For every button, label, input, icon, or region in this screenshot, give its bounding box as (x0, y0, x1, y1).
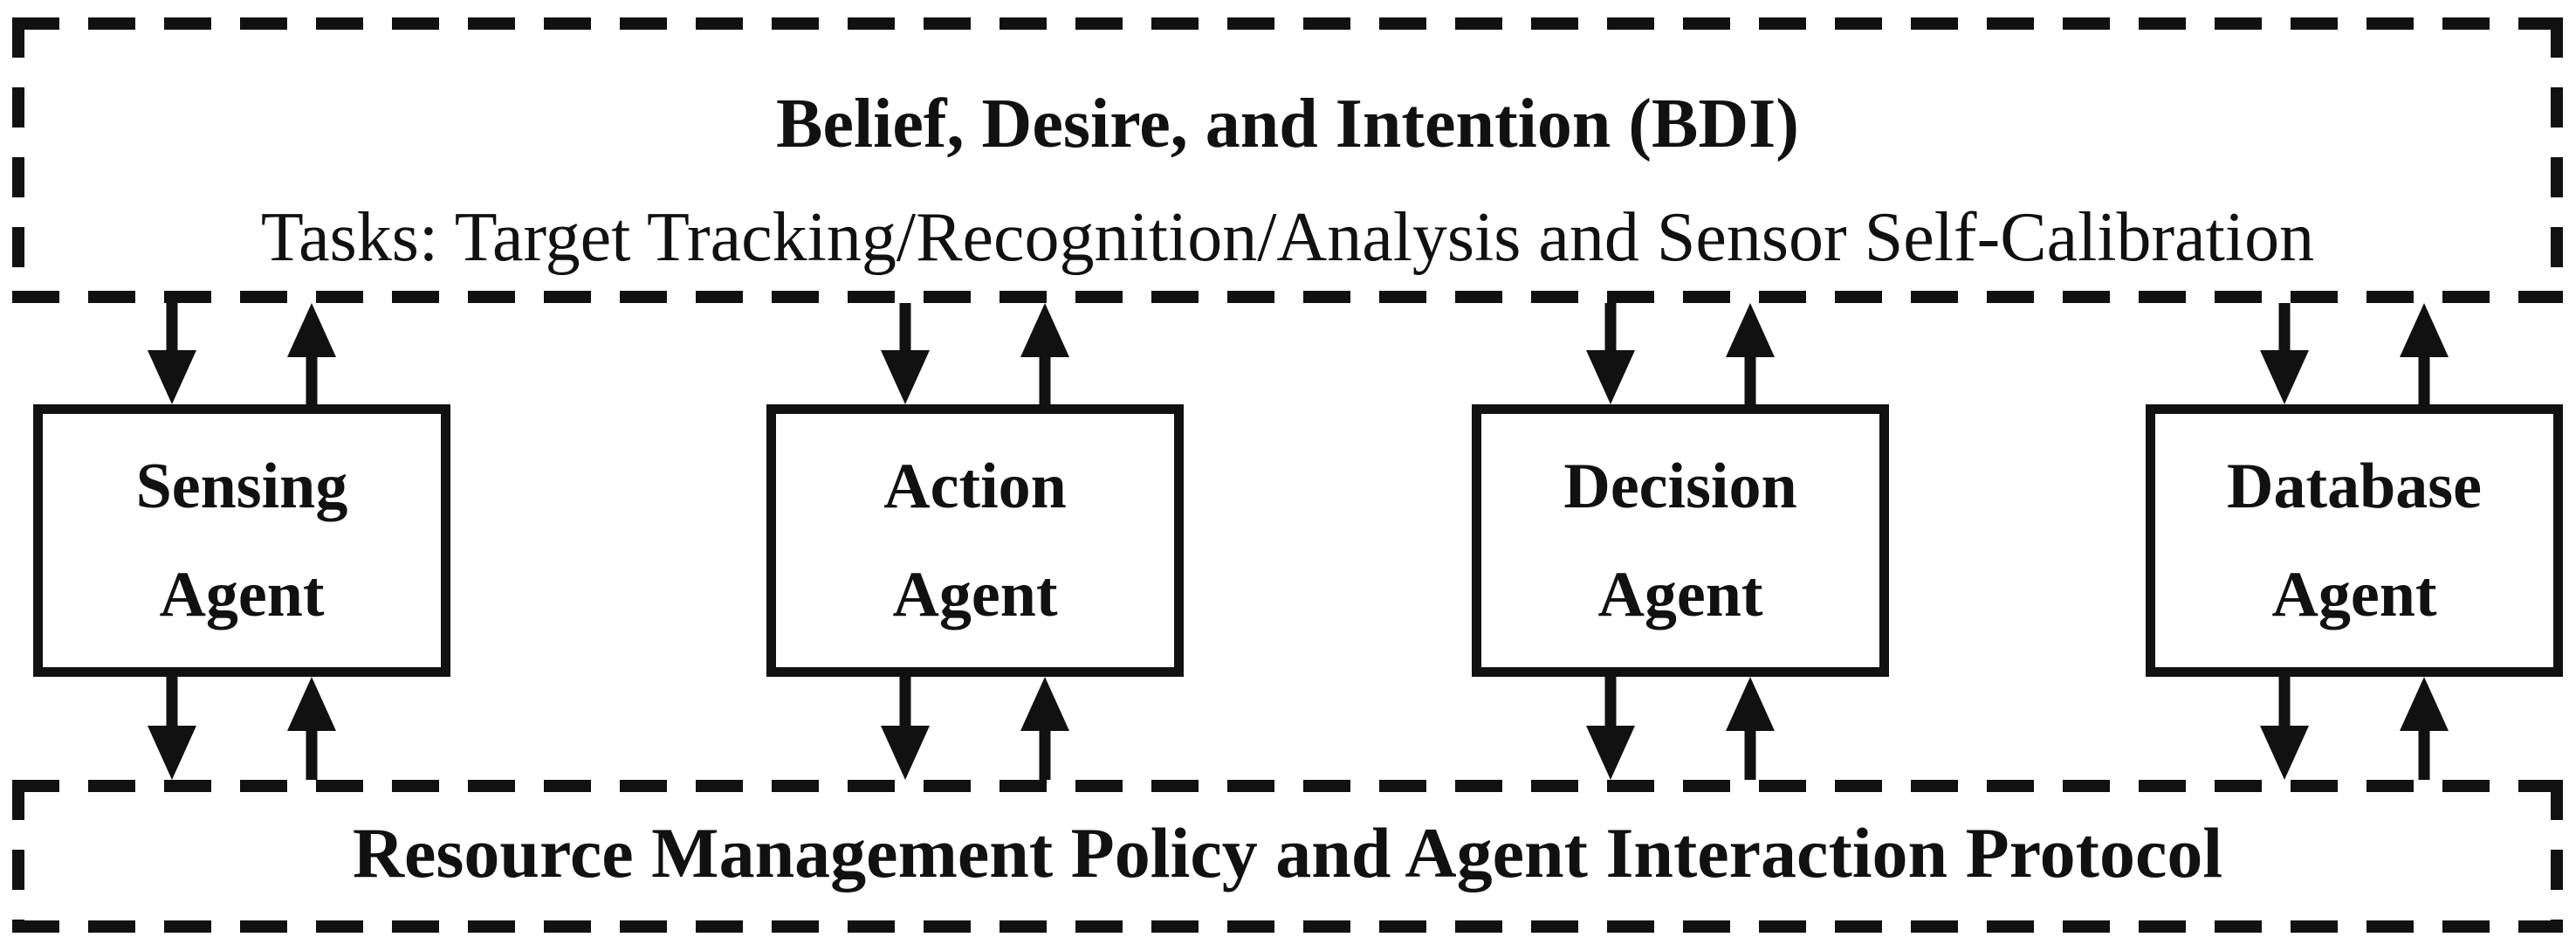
bdi-layer-box: Belief, Desire, and Intention (BDI) Task… (12, 17, 2563, 303)
arrow-head (2400, 303, 2449, 357)
agent-label: Agent (1597, 559, 1763, 631)
protocol-layer-box: Resource Management Policy and Agent Int… (12, 780, 2563, 933)
arrow-down-icon (1586, 303, 1635, 404)
bdi-title: Belief, Desire, and Intention (BDI) (776, 86, 1799, 162)
bdi-tasks-subtitle: Tasks: Target Tracking/Recognition/Analy… (260, 199, 2315, 276)
arrow-up-icon (287, 677, 336, 780)
decision-agent-box: Decision Agent (1472, 404, 1889, 677)
arrow-down-icon (881, 303, 930, 404)
arrow-head (2260, 350, 2309, 404)
arrow-head (881, 726, 930, 780)
arrow-down-icon (148, 303, 196, 404)
arrow-head (2260, 726, 2309, 780)
arrow-down-icon (148, 677, 196, 780)
arrow-head (1020, 303, 1069, 357)
arrow-up-icon (2400, 677, 2449, 780)
arrow-up-icon (287, 303, 336, 404)
arrow-head (1726, 303, 1775, 357)
arrow-head (1020, 677, 1069, 731)
protocol-title: Resource Management Policy and Agent Int… (352, 812, 2223, 892)
agent-label: Database (2227, 451, 2482, 522)
arrow-head (148, 726, 196, 780)
arrow-head (1586, 726, 1635, 780)
arrow-up-icon (1020, 303, 1069, 404)
database-agent-box: Database Agent (2146, 404, 2563, 677)
arrow-down-icon (2260, 677, 2309, 780)
agent-label: Agent (2271, 559, 2437, 631)
action-agent-box: Action Agent (766, 404, 1184, 677)
arrow-down-icon (1586, 677, 1635, 780)
agent-label: Agent (159, 559, 325, 631)
arrow-head (148, 350, 196, 404)
agent-label: Sensing (135, 451, 348, 522)
arrow-up-icon (2400, 303, 2449, 404)
arrow-head (1586, 350, 1635, 404)
agent-label: Action (883, 451, 1067, 522)
agent-label: Decision (1563, 451, 1797, 522)
agent-label: Agent (892, 559, 1058, 631)
arrow-down-icon (881, 677, 930, 780)
arrow-up-icon (1726, 677, 1775, 780)
arrow-head (1726, 677, 1775, 731)
arrow-head (287, 303, 336, 357)
arrow-up-icon (1020, 677, 1069, 780)
arrow-down-icon (2260, 303, 2309, 404)
arrow-head (287, 677, 336, 731)
sensing-agent-box: Sensing Agent (33, 404, 450, 677)
arrow-head (881, 350, 930, 404)
arrow-up-icon (1726, 303, 1775, 404)
arrow-head (2400, 677, 2449, 731)
